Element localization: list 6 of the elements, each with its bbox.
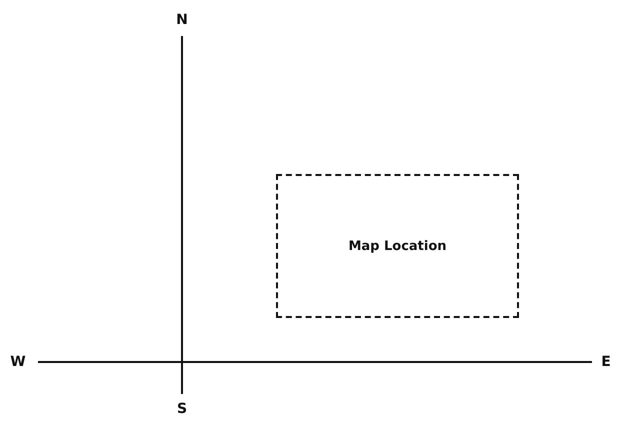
compass-direction-label: W [10,354,26,370]
region-label: Map Location [348,238,447,254]
dashed-region-box [276,174,519,318]
compass-direction-label: S [176,401,188,417]
compass-direction-label: N [176,12,188,28]
compass-direction-label: E [601,354,611,370]
